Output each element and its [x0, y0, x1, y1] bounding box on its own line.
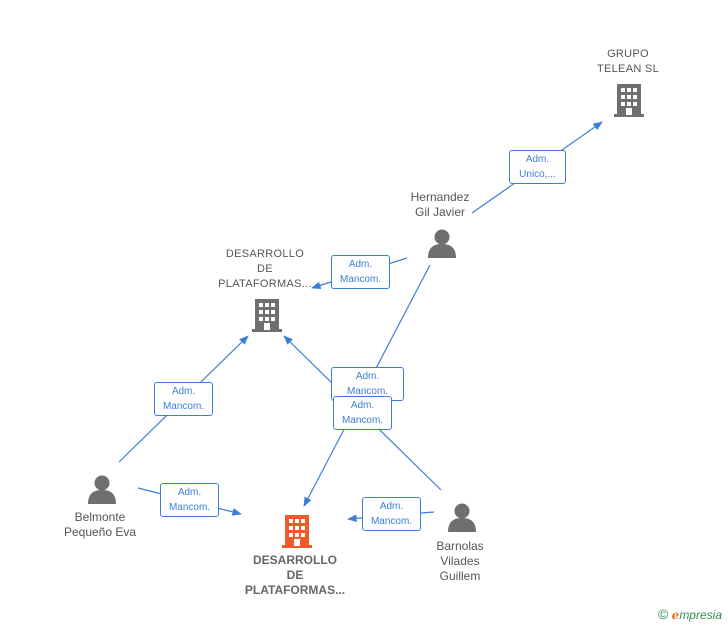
brand-initial: ℯ [671, 608, 680, 622]
edge-label-adm-mancom[interactable]: Adm. Mancom. [154, 382, 213, 416]
node-label: Belmonte Pequeño Eva [63, 510, 137, 539]
edge-label-adm-mancom[interactable]: Adm. Mancom. [333, 396, 392, 430]
node-desarrollo-plataformas-main[interactable]: DESARROLLO DE PLATAFORMAS... [230, 553, 360, 598]
node-label: Barnolas Vilades Guillem [436, 539, 484, 583]
building-icon [252, 299, 282, 332]
node-label: GRUPO TELEAN SL [596, 48, 659, 75]
edge-label-adm-mancom[interactable]: Adm. Mancom. [362, 497, 421, 531]
node-label: DESARROLLO DE PLATAFORMAS... [218, 248, 312, 290]
building-icon [614, 84, 645, 117]
node-grupo-telean[interactable]: GRUPO TELEAN SL [578, 47, 678, 77]
brand-name: mpresia [679, 608, 722, 622]
node-belmonte-pequeno-eva[interactable]: Belmonte Pequeño Eva [50, 510, 150, 540]
edge-label-adm-mancom[interactable]: Adm. Mancom. [331, 255, 390, 289]
person-icon [428, 229, 456, 258]
person-icon [448, 503, 476, 532]
node-label: Hernandez Gil Javier [410, 190, 470, 219]
empresia-logo: © ℯmpresia [658, 606, 722, 622]
copyright-symbol: © [658, 606, 669, 622]
edge-label-adm-mancom[interactable]: Adm. Mancom. [331, 367, 404, 401]
node-barnolas-vilades-guillem[interactable]: Barnolas Vilades Guillem [415, 539, 505, 584]
node-hernandez-gil-javier[interactable]: Hernandez Gil Javier [390, 190, 490, 220]
edge-label-adm-mancom[interactable]: Adm. Mancom. [160, 483, 219, 517]
node-label: DESARROLLO DE PLATAFORMAS... [244, 553, 346, 597]
node-desarrollo-plataformas-top[interactable]: DESARROLLO DE PLATAFORMAS... [205, 247, 325, 292]
person-icon [88, 475, 116, 504]
building-icon-main [282, 515, 312, 548]
edge-label-adm-unico[interactable]: Adm. Unico,... [509, 150, 566, 184]
